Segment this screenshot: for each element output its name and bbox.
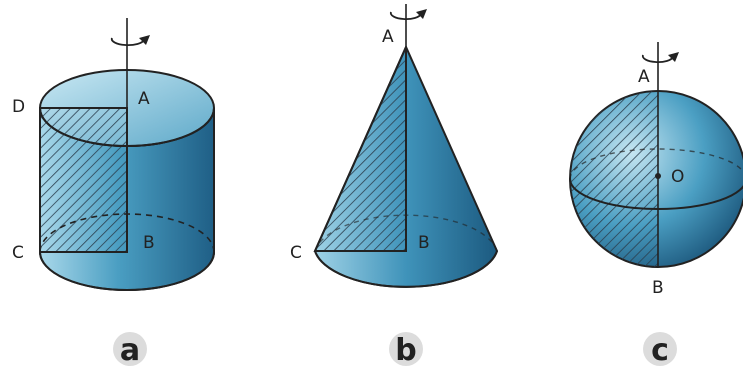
caption-b: b — [389, 332, 423, 368]
caption-b-label: b — [395, 333, 416, 368]
caption-a: a — [113, 332, 147, 368]
sphere-center-point — [655, 173, 661, 179]
caption-c: c — [643, 332, 677, 368]
rotation-arrow-icon — [641, 52, 679, 63]
figure-b-cone: A C B — [290, 4, 499, 288]
cylinder-hatched-rectangle — [39, 107, 128, 253]
point-label-B: B — [418, 233, 430, 253]
figure-a-cylinder: D A C B — [12, 18, 215, 291]
figure-c-sphere: A O B — [569, 42, 743, 298]
rotation-arrow-icon — [389, 9, 427, 20]
caption-c-label: c — [651, 333, 669, 368]
point-label-A: A — [382, 27, 394, 47]
caption-a-label: a — [120, 333, 140, 368]
point-label-C: C — [12, 243, 24, 263]
point-label-B: B — [652, 278, 664, 298]
point-label-C: C — [290, 243, 302, 263]
point-label-B: B — [143, 233, 155, 253]
point-label-A: A — [638, 67, 650, 87]
point-label-O: O — [671, 167, 684, 187]
point-label-A: A — [138, 89, 150, 109]
cone-hatched-triangle — [313, 46, 407, 252]
sphere-hatched-half-disc — [570, 91, 658, 267]
point-label-D: D — [12, 97, 25, 117]
rotation-arrow-icon — [110, 35, 150, 46]
